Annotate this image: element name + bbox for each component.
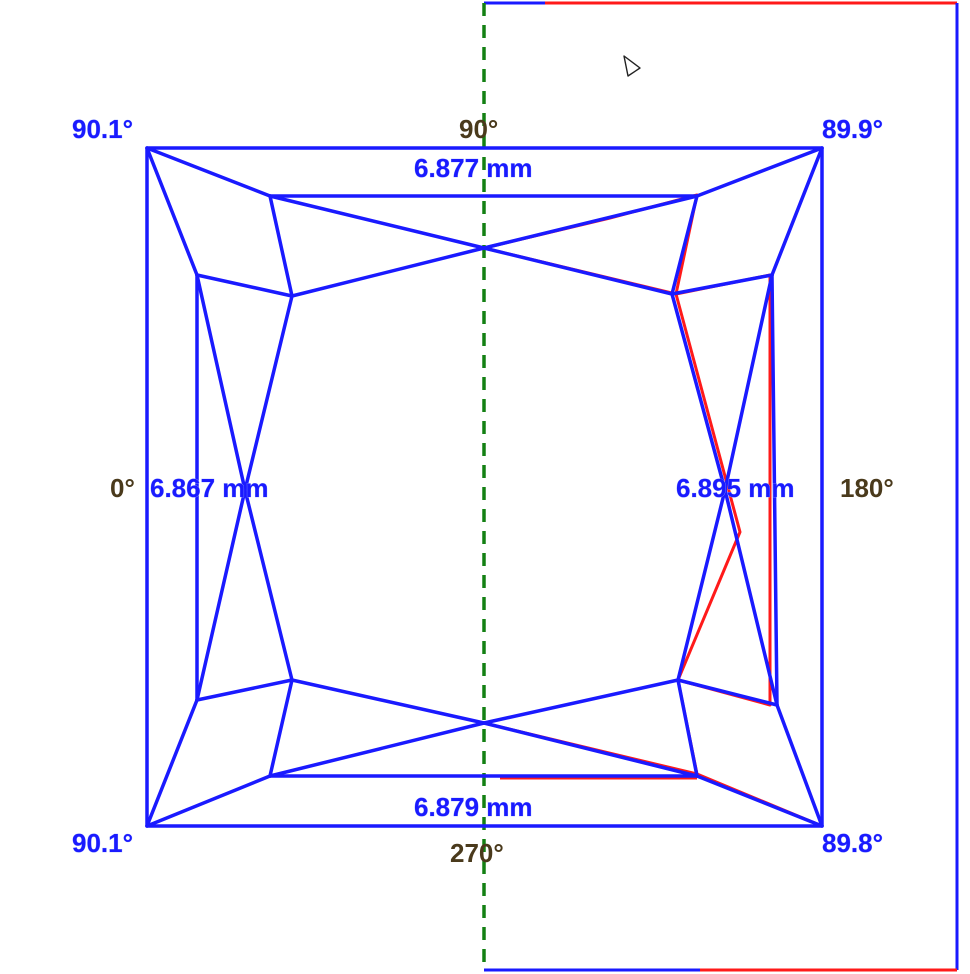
stone-outline [145,146,824,828]
corner-line-br-2 [775,703,824,828]
corner-line-tr-2 [770,146,824,277]
right-facet-6 [723,488,779,707]
bottom-facet-4 [482,678,680,725]
right-facet-2 [670,273,774,296]
right-facet-7 [676,678,779,707]
corner-line-tr [695,146,824,198]
right-facet-4 [723,273,774,492]
top-facet-3 [290,246,486,298]
right-facet-5 [676,488,727,682]
corner-line-tl-2 [145,146,272,198]
left-facet-7 [195,678,294,702]
angle-bottom: 270° [450,838,504,868]
corner-angle-bottom-left: 90.1° [72,828,133,858]
left-facet-1 [268,194,294,298]
outer-girdle [145,146,824,828]
right-facet-8 [676,678,699,778]
corner-angle-bottom-right: 89.8° [822,828,883,858]
left-facet-2 [195,273,294,298]
corner-line-tl [145,146,199,277]
left-facet-6 [195,488,247,702]
corner-line-bl [145,698,199,828]
right-facet-3 [670,292,727,492]
top-facet-4 [482,246,674,296]
left-facet-5 [243,488,294,682]
bottom-facet-3 [290,678,486,725]
width-bottom: 6.879 mm [414,792,533,822]
left-facet-4 [195,273,247,492]
width-left: 6.867 mm [150,473,269,503]
labels: 90.1° 90° 89.9° 6.877 mm 0° 6.867 mm 6.8… [72,114,894,868]
left-facet-3 [243,294,294,492]
corner-line-bl-2 [145,774,272,828]
corner-angle-top-left: 90.1° [72,114,133,144]
left-facet-8 [268,678,294,778]
top-facet-2 [482,194,699,250]
angle-left: 0° [110,473,135,503]
width-right: 6.895 mm [676,473,795,503]
right-facet-1 [670,194,699,296]
cursor-arrow-icon [623,55,641,77]
corner-angle-top-right: 89.9° [822,114,883,144]
side-frame [484,1,959,972]
bottom-facet-2 [482,721,699,778]
angle-top: 90° [459,114,498,144]
top-facet-1 [268,194,486,250]
width-top: 6.877 mm [414,153,533,183]
bottom-facet-1 [268,721,486,778]
corner-line-br [695,774,824,828]
table-right [770,273,779,707]
angle-right: 180° [840,473,894,503]
